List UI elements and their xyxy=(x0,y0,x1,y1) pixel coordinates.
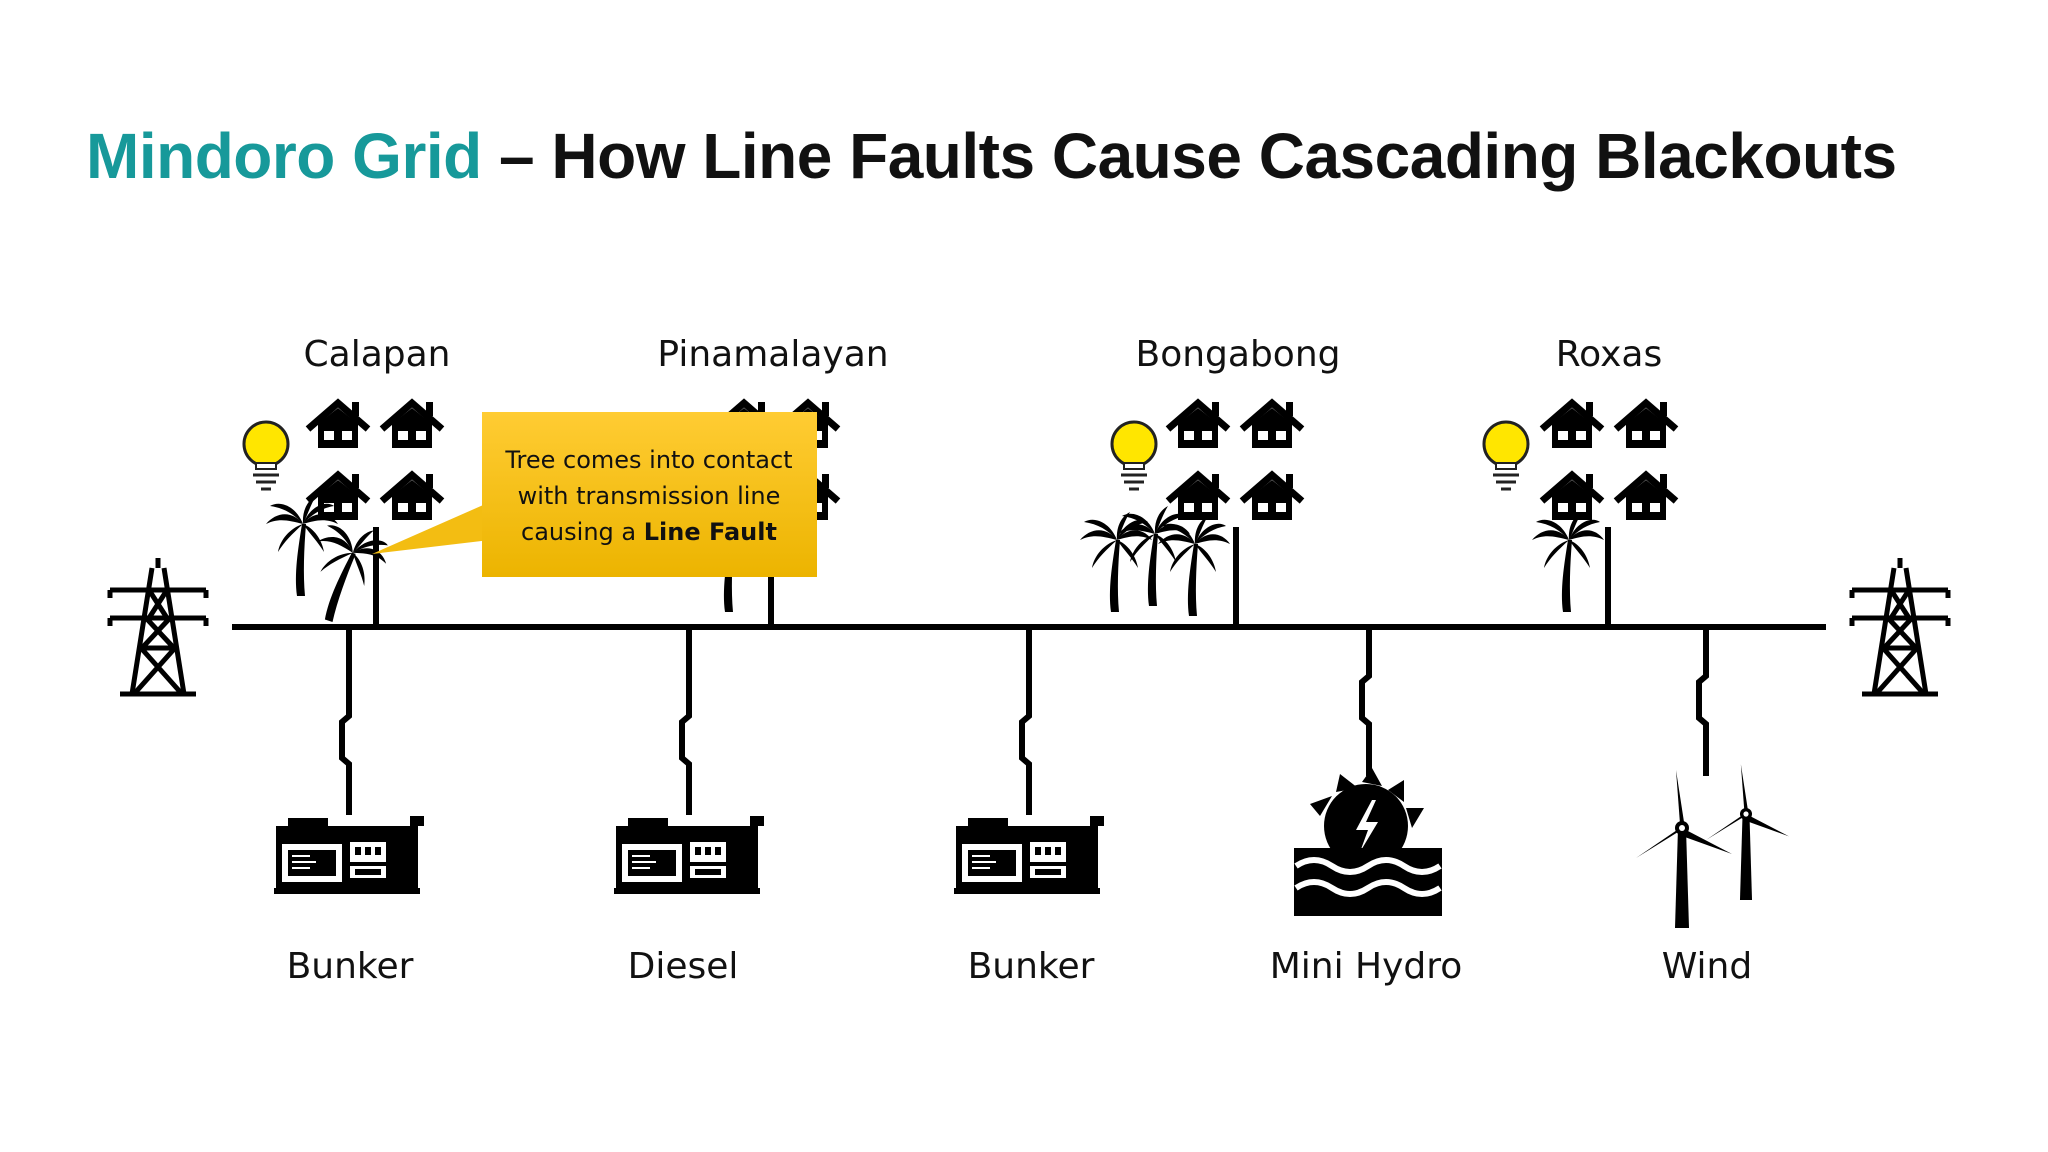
plant-label-bunker-2: Bunker xyxy=(968,946,1095,987)
plant-label-mini-hydro: Mini Hydro xyxy=(1270,946,1463,987)
generator-icon xyxy=(613,815,765,895)
house-icon xyxy=(1242,474,1302,520)
town-cluster-bongabong xyxy=(1080,402,1302,616)
generator-icon xyxy=(953,815,1105,895)
callout-line-3-prefix: causing a xyxy=(521,518,644,546)
generator-icon xyxy=(273,815,425,895)
feeder-line-bunker-1 xyxy=(339,627,352,815)
town-label-calapan: Calapan xyxy=(304,334,451,375)
town-label-roxas: Roxas xyxy=(1556,334,1662,375)
town-cluster-roxas xyxy=(1482,402,1676,612)
town-cluster-calapan xyxy=(242,402,442,633)
house-icon xyxy=(382,402,442,448)
title-rest: – How Line Faults Cause Cascading Blacko… xyxy=(481,120,1897,192)
hydro-turbine-icon xyxy=(1294,768,1442,916)
house-icon xyxy=(1168,474,1228,520)
feeder-line-mini-hydro xyxy=(1359,627,1372,776)
feeder-line-wind xyxy=(1696,627,1709,776)
feeder-line-diesel xyxy=(679,627,692,815)
town-label-bongabong: Bongabong xyxy=(1136,334,1341,375)
callout-line-2: with transmission line xyxy=(518,482,781,510)
lightbulb-icon xyxy=(1110,420,1158,491)
title-accent: Mindoro Grid xyxy=(86,120,482,192)
palm-tree-icon xyxy=(1158,516,1230,616)
house-icon xyxy=(1242,402,1302,448)
plant-label-diesel: Diesel xyxy=(628,946,739,987)
plant-label-bunker-1: Bunker xyxy=(287,946,414,987)
lightbulb-icon xyxy=(1482,420,1530,491)
lightbulb-icon xyxy=(242,420,290,491)
palm-tree-icon xyxy=(1532,512,1604,612)
house-icon xyxy=(1616,402,1676,448)
callout-line-3: causing a Line Fault xyxy=(521,518,777,546)
house-icon xyxy=(308,474,368,520)
callout-line-1: Tree comes into contact xyxy=(504,446,792,474)
plant-label-wind: Wind xyxy=(1662,946,1752,987)
transmission-tower-icon-right xyxy=(1852,558,1948,694)
house-icon xyxy=(308,402,368,448)
house-icon xyxy=(382,474,442,520)
feeder-line-bunker-2 xyxy=(1019,627,1032,815)
house-icon xyxy=(1168,402,1228,448)
slide-title: Mindoro Grid – How Line Faults Cause Cas… xyxy=(86,118,1897,195)
callout-line-3-bold: Line Fault xyxy=(644,518,777,546)
town-label-pinamalayan: Pinamalayan xyxy=(657,334,888,375)
wind-turbine-icon xyxy=(1636,764,1789,928)
house-icon xyxy=(1616,474,1676,520)
house-icon xyxy=(1542,402,1602,448)
transmission-tower-icon-left xyxy=(110,558,206,694)
fault-callout: Tree comes into contact with transmissio… xyxy=(372,412,817,577)
house-icon xyxy=(1542,474,1602,520)
